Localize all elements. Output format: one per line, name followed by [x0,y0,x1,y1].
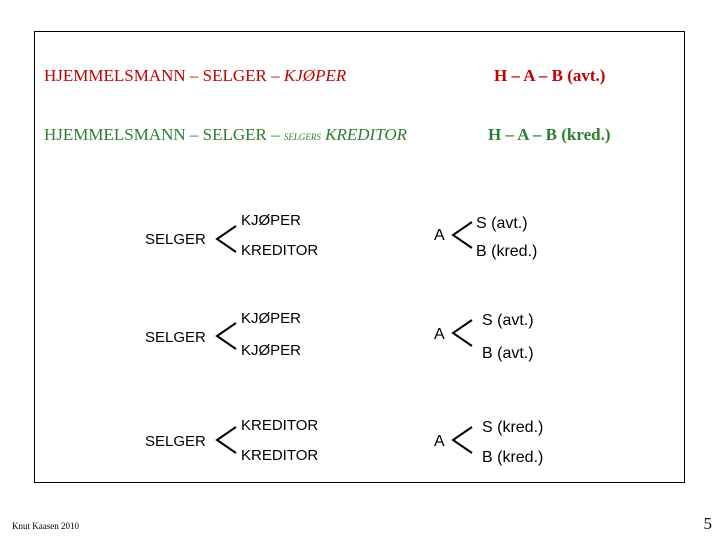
row3-r-top: S (kred.) [482,419,544,436]
slide-frame [34,31,685,483]
row2-a: A [434,326,445,343]
row3-left-chevron-icon [214,425,238,455]
formula-avt: H – A – B (avt.) [494,66,606,85]
row1-r-top: S (avt.) [476,215,528,232]
heading-line-avt: HJEMMELSMANN – SELGER – KJØPER [44,66,346,86]
row3-bottom: KREDITOR [241,447,319,464]
row3-a: A [434,433,445,450]
formula-kred: H – A – B (kred.) [488,125,611,144]
heading-line-kred: HJEMMELSMANN – SELGER – SELGERS KREDITOR [44,125,407,145]
heading-kreditor: KREDITOR [320,125,408,144]
row1-top: KJØPER [241,212,302,229]
row1-a: A [434,227,445,244]
row1-r-bottom: B (kred.) [476,243,538,260]
row2-left-chevron-icon [214,321,238,351]
heading-selgers: SELGERS [283,132,321,142]
footer-author: Knut Kaasen 2010 [12,521,79,531]
row3-selger: SELGER [145,433,206,450]
row2-selger: SELGER [145,329,206,346]
row2-r-top: S (avt.) [482,312,534,329]
heading-prefix: HJEMMELSMANN – SELGER – [44,125,284,144]
row2-top: KJØPER [241,310,302,327]
row1-right-chevron-icon [450,220,474,250]
heading-prefix: HJEMMELSMANN – SELGER – [44,66,284,85]
row3-top: KREDITOR [241,417,319,434]
row1-left-chevron-icon [214,224,238,254]
row2-r-bottom: B (avt.) [482,345,534,362]
row3-right-chevron-icon [450,425,474,455]
row1-bottom: KREDITOR [241,242,319,259]
row1-selger: SELGER [145,231,206,248]
row2-bottom: KJØPER [241,342,302,359]
row2-right-chevron-icon [450,318,474,348]
row3-r-bottom: B (kred.) [482,449,544,466]
heading-kjoper: KJØPER [283,66,347,85]
page-number: 5 [703,514,713,533]
